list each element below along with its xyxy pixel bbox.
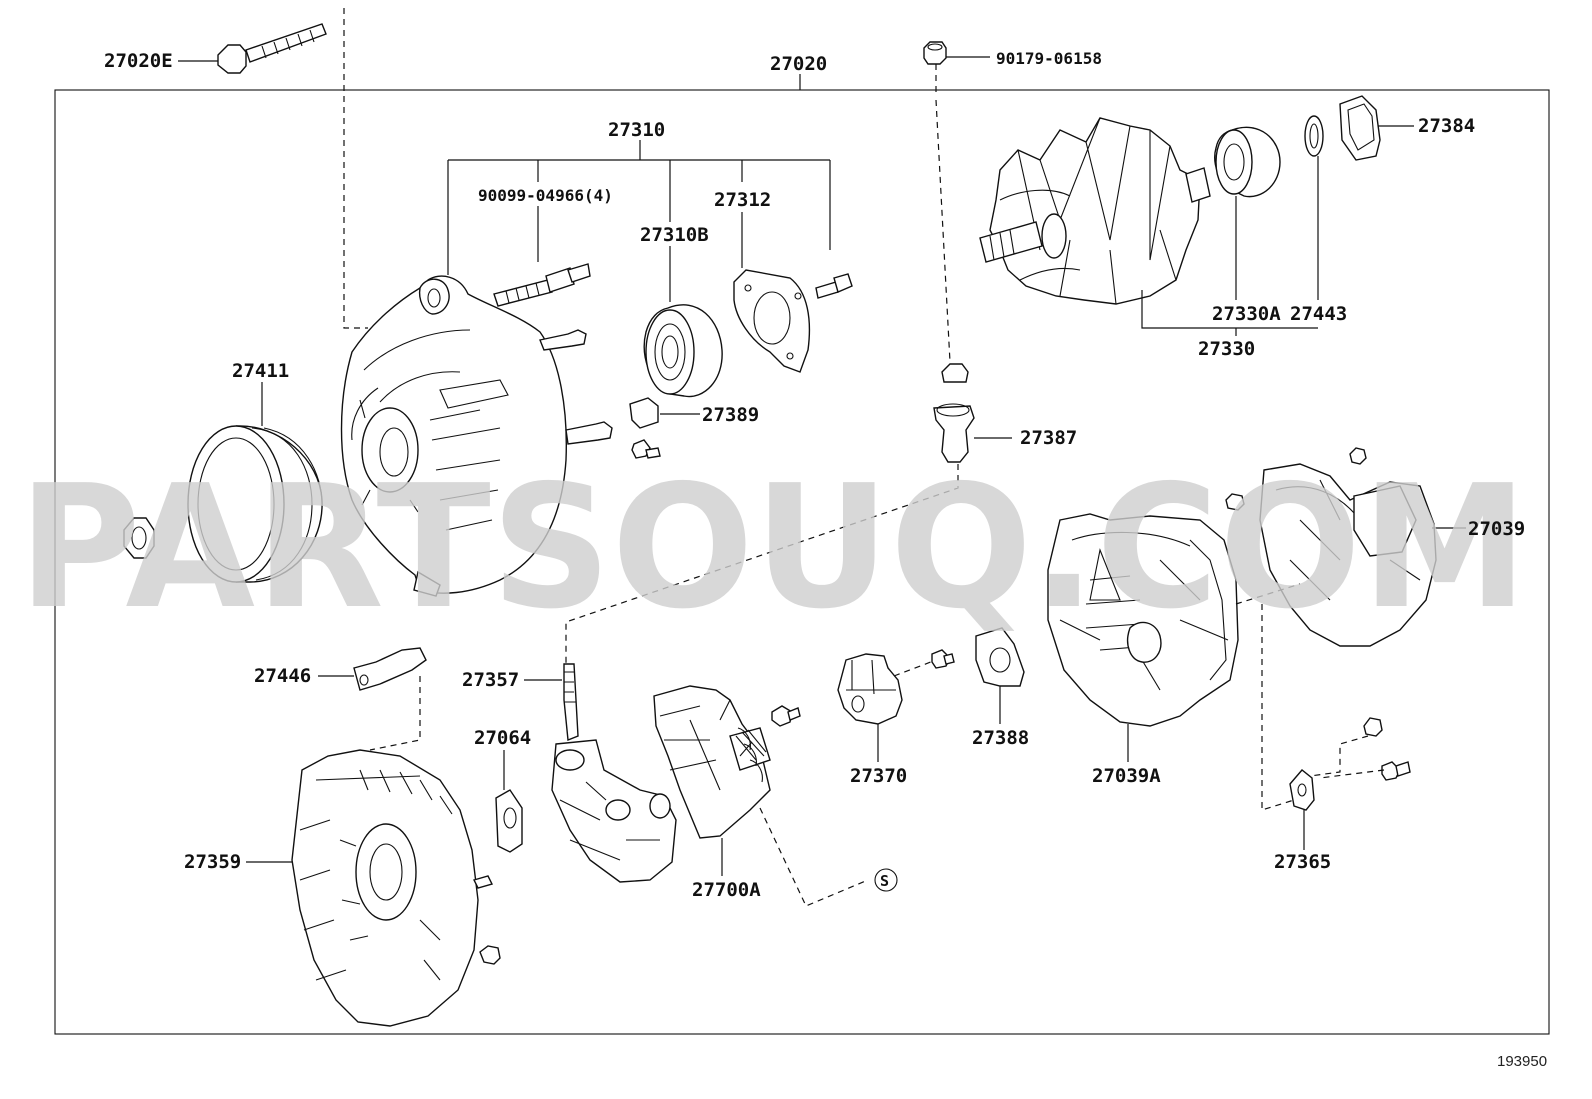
leader-90179-dash [935,64,951,363]
part-27700A-regulator[interactable] [653,685,771,876]
part-27387-terminal-insulator[interactable] [933,363,1012,463]
part-27384-cover[interactable] [1339,95,1414,161]
label-90099-04966: 90099-04966(4) [478,186,613,205]
part-27446-bracket[interactable] [318,647,427,691]
label-27700A: 27700A [692,879,761,901]
leader-27330-bracket [1141,290,1318,336]
part-27330-rotor[interactable] [979,117,1211,305]
part-27359-nut[interactable] [479,945,501,965]
label-27446: 27446 [254,665,311,687]
leader-27370-dash [893,659,937,677]
label-27443: 27443 [1290,303,1347,325]
part-27411-nut[interactable] [123,517,155,559]
label-27389: 27389 [702,404,759,426]
part-27039-rear-cover[interactable] [1259,463,1466,647]
part-27389-screw[interactable] [631,439,661,459]
part-27039A-nut[interactable] [1225,493,1245,511]
mark-s: S [874,868,898,892]
part-27370-screw[interactable] [931,649,955,669]
part-27039-nut[interactable] [1349,447,1367,465]
part-27365-nut[interactable] [1363,717,1383,737]
part-27411-pulley[interactable] [187,382,323,583]
label-27039A: 27039A [1092,765,1161,787]
leader-27365-dash [1261,604,1385,811]
watermark: PARTSOUQ.COM [18,449,1528,647]
label-27310: 27310 [608,119,665,141]
part-27388-cover[interactable] [975,627,1025,724]
label-27020: 27020 [770,53,827,75]
leader-27700A-dash [759,807,869,907]
mark-s-label: S [880,872,889,890]
part-27700A-screw[interactable] [771,705,801,727]
label-27020E: 27020E [104,50,173,72]
part-27064-plate[interactable] [495,750,523,853]
label-27365: 27365 [1274,851,1331,873]
part-27365-screw[interactable] [1381,761,1411,781]
part-27357-rectifier[interactable] [524,663,677,883]
part-27310-front-housing[interactable] [340,275,613,597]
part-27310B-bearing[interactable] [643,304,723,398]
part-27310-screw[interactable] [815,273,853,299]
part-27039A-rear-end-frame[interactable] [1047,513,1239,762]
label-27388: 27388 [972,727,1029,749]
label-27064: 27064 [474,727,531,749]
part-27365-bracket[interactable] [1289,769,1315,850]
label-27370: 27370 [850,765,907,787]
part-27370-brush-holder[interactable] [837,653,903,762]
part-90099-04966-stud[interactable] [493,263,591,307]
label-27312: 27312 [714,189,771,211]
leader-27387-dash [565,464,959,672]
part-90179-06158-nut[interactable] [923,41,990,65]
part-27312-retainer-plate[interactable] [733,269,811,373]
label-27387: 27387 [1020,427,1077,449]
label-27330: 27330 [1198,338,1255,360]
diagram-id: 193950 [1497,1053,1547,1070]
leader-27020E-dash [343,8,368,329]
label-27384: 27384 [1418,115,1475,137]
leader-27310-bracket [447,140,831,302]
label-27310B: 27310B [640,224,709,246]
part-27330A-bearing[interactable] [1214,126,1281,300]
part-27359-drive-end-frame[interactable] [246,749,494,1027]
label-27357: 27357 [462,669,519,691]
assembly-frame [54,89,1550,1035]
part-27020E-bolt[interactable] [178,23,327,74]
leader-27039-dash [1235,583,1301,605]
label-27039: 27039 [1468,518,1525,540]
label-90179-06158: 90179-06158 [996,49,1102,68]
label-27359: 27359 [184,851,241,873]
label-27330A: 27330A [1212,303,1281,325]
label-27411: 27411 [232,360,289,382]
leader-27446-dash [369,676,421,751]
part-27443-washer[interactable] [1304,115,1324,300]
part-27389-insulator[interactable] [629,397,700,429]
